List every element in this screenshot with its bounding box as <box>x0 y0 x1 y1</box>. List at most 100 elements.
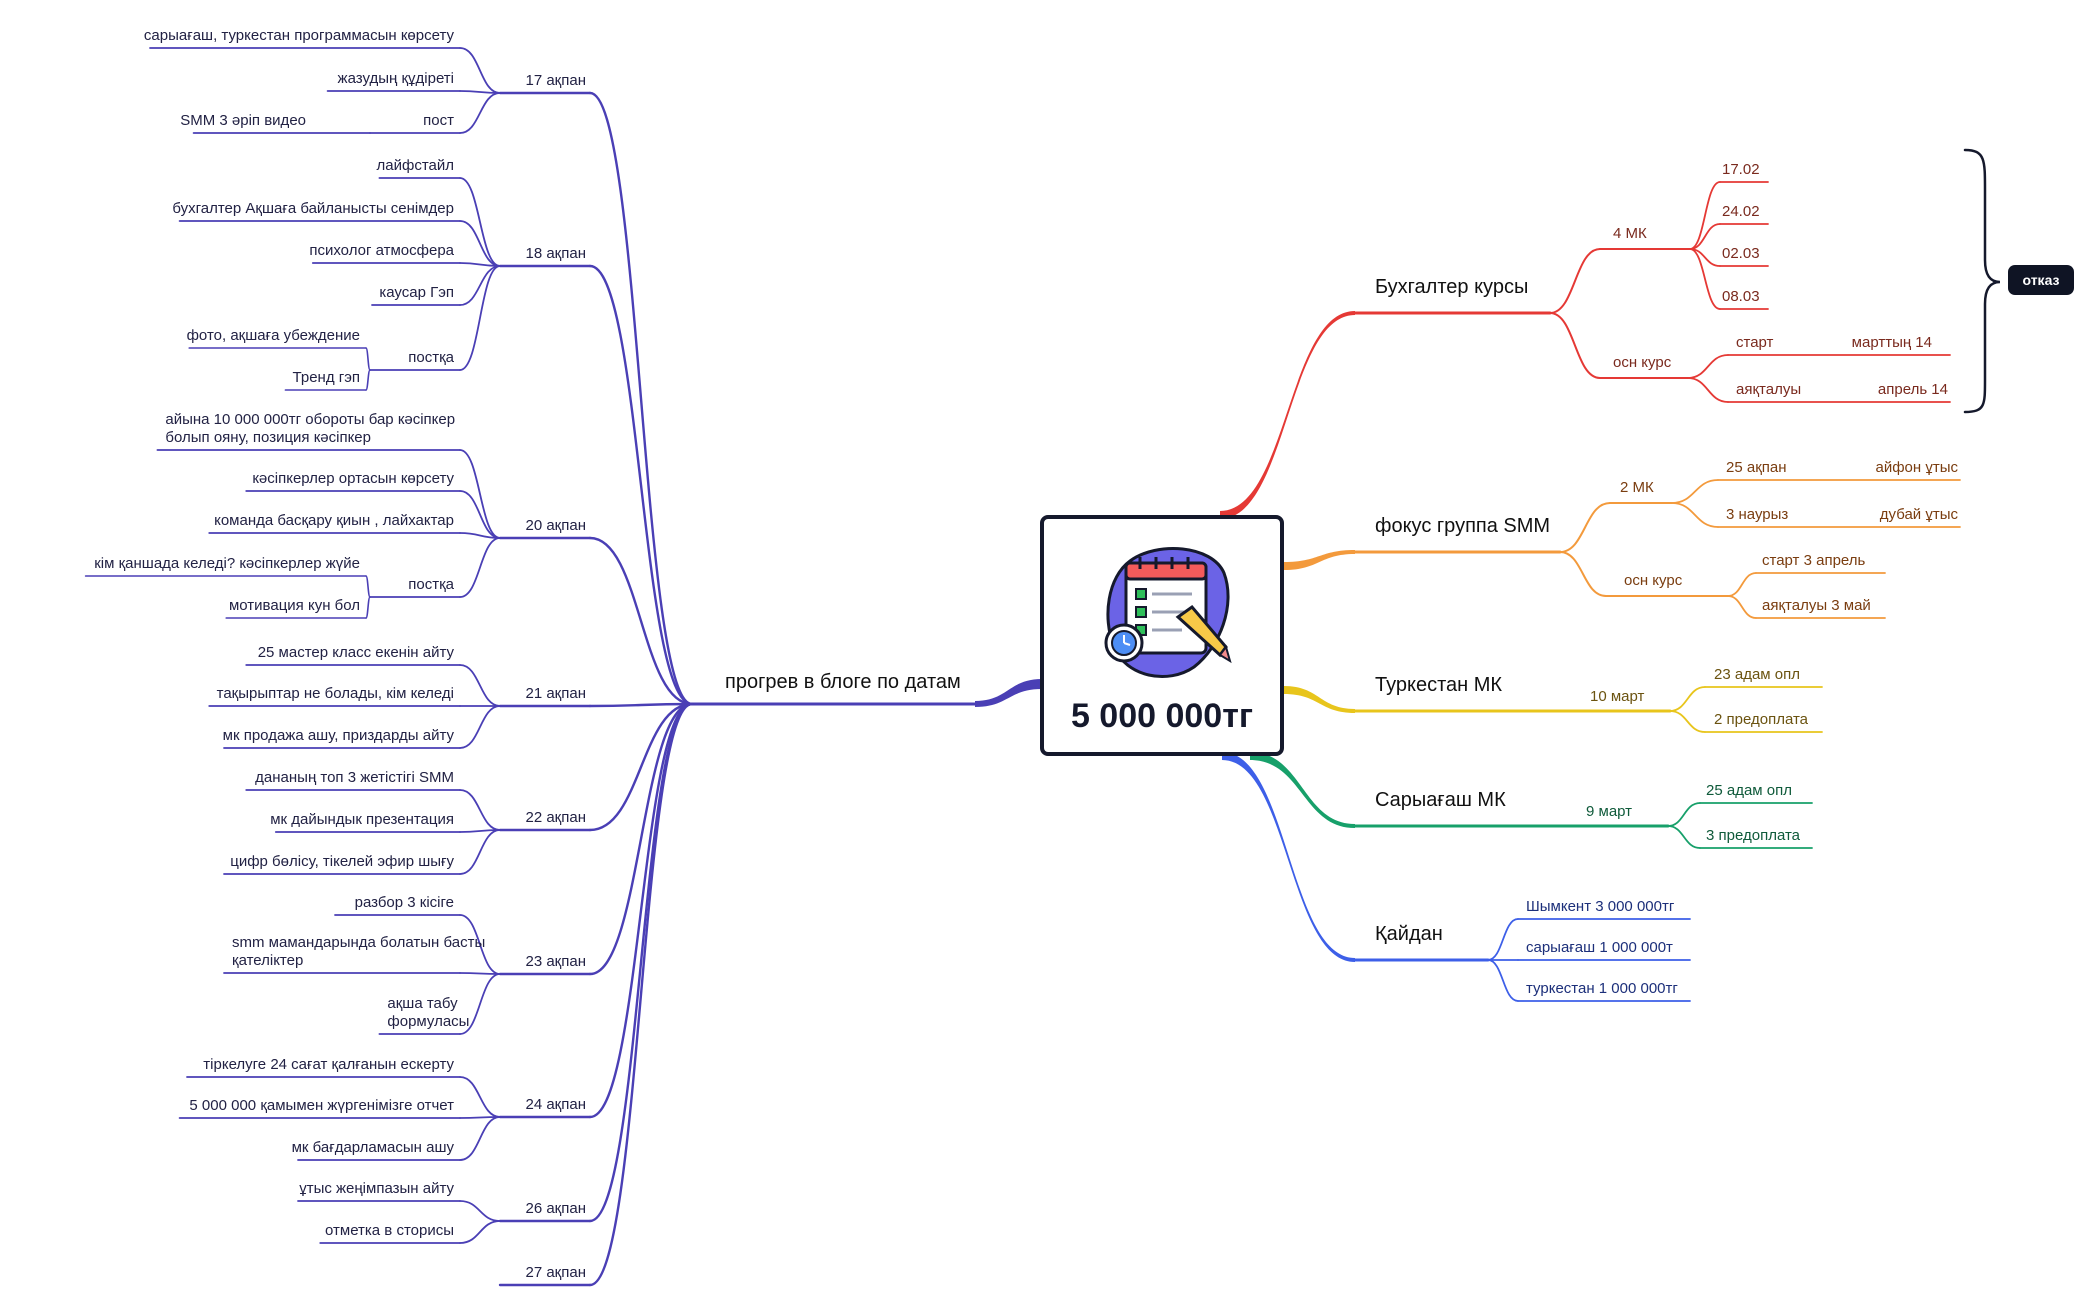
turk-item-connector <box>1669 686 1706 712</box>
item-connector <box>459 449 501 539</box>
focus-mk-label: 2 МК <box>1620 479 1654 496</box>
sary-sub-label: 9 март <box>1586 803 1632 820</box>
topic-focus: фокус группа SMM <box>1375 515 1550 537</box>
kaydan-item-label: туркестан 1 000 000тг <box>1526 980 1678 997</box>
buh-osn-row-connector <box>1687 354 1729 379</box>
item-connector <box>459 537 501 598</box>
turk-item-connector <box>1669 710 1706 733</box>
branch-focus-connector <box>1284 550 1355 570</box>
buh-osn-row-label: старт <box>1736 334 1774 351</box>
item-connector <box>459 664 501 707</box>
central-topic-title: 5 000 000тг <box>1070 697 1254 735</box>
subitem-connector <box>365 596 371 619</box>
focus-mk-row-value: дубай ұтыс <box>1880 506 1959 523</box>
turk-sub-label: 10 март <box>1590 688 1645 705</box>
date-connector <box>588 536 694 706</box>
item-connector <box>459 220 501 267</box>
item-connector <box>459 973 501 1035</box>
focus-mk-row-label: 3 наурыз <box>1726 506 1788 523</box>
buh-mk-label: 4 МК <box>1613 225 1647 242</box>
topic-kaydan: Қайдан <box>1375 923 1443 945</box>
item-connector <box>459 532 501 539</box>
buh-osn-row-value: апрель 14 <box>1878 381 1948 398</box>
date-connector <box>588 702 694 1119</box>
date-label: 17 ақпан <box>525 72 586 89</box>
focus-mk-row-value: айфон ұтыс <box>1875 459 1958 476</box>
item-label-line2: болып ояну, позиция кәсіпкер <box>165 429 371 446</box>
buh-osn-label: осн курс <box>1613 354 1672 371</box>
date-connector <box>588 702 694 708</box>
subitem-connector <box>365 369 371 391</box>
main-topic-left: прогрев в блоге по датам <box>725 671 961 693</box>
focus-mk-row-label: 25 ақпан <box>1726 459 1787 476</box>
item-connector <box>459 1076 501 1118</box>
date-connector <box>588 702 694 976</box>
bracket-right <box>1963 148 2001 414</box>
buh-osn-row-connector <box>1687 377 1729 403</box>
branch-turk-connector <box>1284 686 1355 713</box>
subitem-label: SMM 3 әріп видео <box>180 112 306 129</box>
focus-osn-label: осн курс <box>1624 572 1683 589</box>
item-label: ақша табу <box>387 995 458 1012</box>
focus-mk-row-connector <box>1671 479 1719 504</box>
kaydan-item-label: Шымкент 3 000 000тг <box>1526 898 1675 915</box>
kaydan-item-label: сарыағаш 1 000 000т <box>1526 939 1673 956</box>
buh-osn-row-value: марттың 14 <box>1852 334 1932 351</box>
item-label: постқа <box>408 349 454 366</box>
date-connector <box>588 702 694 832</box>
topic-turk: Туркестан МК <box>1375 674 1502 696</box>
item-connector <box>459 914 501 975</box>
item-label: тақырыптар не болады, кім келеді <box>217 685 454 702</box>
date-label: 24 ақпан <box>525 1096 586 1113</box>
focus-osn-item-label: аяқталуы 3 май <box>1762 597 1871 614</box>
item-label: 5 000 000 қамымен жүргенімізге отчет <box>189 1097 454 1114</box>
buh-date-connector <box>1689 248 1721 310</box>
item-connector <box>459 829 501 875</box>
buh-mk-connector <box>1549 248 1601 314</box>
item-label: лайфстайл <box>377 157 455 174</box>
item-label: психолог атмосфера <box>309 242 454 259</box>
focus-osn-item-label: старт 3 апрель <box>1762 552 1866 569</box>
date-label: 21 ақпан <box>525 685 586 702</box>
item-label-line2: формуласы <box>387 1013 469 1030</box>
focus-osn-item-connector <box>1727 572 1757 597</box>
item-label: разбор 3 кісіге <box>355 894 454 911</box>
branch-buh-connector <box>1220 311 1355 519</box>
branch-sary-connector <box>1250 752 1355 828</box>
buh-date-connector <box>1689 223 1721 250</box>
central-topic-card[interactable]: 5 000 000тг <box>1040 515 1284 756</box>
focus-osn-item-connector <box>1727 595 1757 619</box>
subitem-label: фото, ақшаға убеждение <box>187 327 360 344</box>
item-label: жазудың құдіреті <box>338 70 454 87</box>
date-connector <box>588 702 694 1287</box>
subitem-connector <box>365 347 371 371</box>
item-connector <box>459 705 501 749</box>
otkaz-badge[interactable]: отказ <box>2008 265 2074 295</box>
buh-date-label: 02.03 <box>1722 245 1760 262</box>
item-connector <box>459 47 501 94</box>
item-label: цифр бөлісу, тікелей эфир шығу <box>230 853 454 870</box>
subitem-label: мотивация кун бол <box>229 597 360 614</box>
subitem-connector <box>365 575 371 598</box>
date-label: 23 ақпан <box>525 953 586 970</box>
focus-mk-row-connector <box>1671 502 1719 528</box>
kaydan-item-connector <box>1487 959 1519 1002</box>
branch-kaydan-connector <box>1222 752 1355 962</box>
item-connector <box>459 490 501 539</box>
sary-item-label: 25 адам опл <box>1706 782 1792 799</box>
date-connector <box>588 264 694 706</box>
topic-buh: Бухгалтер курсы <box>1375 276 1528 298</box>
sary-item-connector <box>1667 802 1701 827</box>
date-label: 20 ақпан <box>525 517 586 534</box>
date-label: 18 ақпан <box>525 245 586 262</box>
buh-date-connector <box>1689 181 1721 250</box>
subitem-label: кім қаншада келеді? кәсіпкерлер жүйе <box>94 555 360 572</box>
turk-item-label: 2 предоплата <box>1714 711 1809 728</box>
item-label: smm мамандарында болатын басты <box>232 934 485 951</box>
kaydan-item-connector <box>1487 918 1519 961</box>
item-connector <box>459 265 501 371</box>
date-label: 26 ақпан <box>525 1200 586 1217</box>
main-left-connector <box>975 679 1042 707</box>
item-label: постқа <box>408 576 454 593</box>
item-label: команда басқару қиын , лайхактар <box>214 512 454 529</box>
